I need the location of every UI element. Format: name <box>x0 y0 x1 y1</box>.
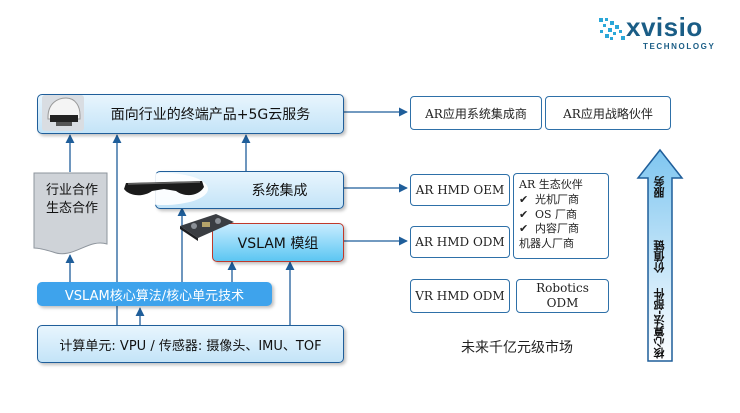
eco-last: 机器人厂商 <box>519 237 574 251</box>
check-icon: ✔ <box>519 192 529 206</box>
check-icon: ✔ <box>519 222 529 236</box>
terminal-products-label: 面向行业的终端产品+5G云服务 <box>110 107 311 123</box>
value-chain-bottom: 核心算法-部件 <box>653 288 666 359</box>
logo-dots-icon <box>599 18 625 40</box>
logo-name: xvisio <box>626 12 703 42</box>
ar-ecosystem-box <box>513 173 609 259</box>
vslam-algorithm-box: VSLAM核心算法/核心单元技术 <box>37 282 272 306</box>
compute-unit-box: 计算单元: VPU / 传感器: 摄像头、IMU、TOF <box>37 325 344 363</box>
eco-item: 内容厂商 <box>535 222 579 236</box>
vr-hmd-odm-label: VR HMD ODM <box>415 289 505 303</box>
ar-glasses-icon <box>120 173 208 205</box>
robotics-odm-box: Robotics ODM <box>516 279 609 313</box>
value-chain-middle: 价值链 <box>653 240 666 273</box>
vslam-algorithm-label: VSLAM核心算法/核心单元技术 <box>64 288 245 304</box>
module-chip-icon <box>180 214 234 241</box>
ar-ecosystem-list: AR 生态伙伴 ✔ 光机厂商 ✔ OS 厂商 ✔ 内容厂商 机器人厂商 <box>519 178 583 252</box>
compute-unit-label: 计算单元: VPU / 传感器: 摄像头、IMU、TOF <box>59 338 322 354</box>
vslam-module-label: VSLAM 模组 <box>237 235 319 252</box>
vslam-module-box: VSLAM 模组 <box>212 223 344 262</box>
eco-item: 光机厂商 <box>535 192 579 206</box>
robotics-odm-label: Robotics ODM <box>536 281 589 310</box>
ar-hmd-oem-label: AR HMD OEM <box>415 183 505 197</box>
check-icon: ✔ <box>519 207 529 221</box>
industry-cooperation-doc <box>33 172 108 255</box>
value-chain-arrow <box>636 148 684 362</box>
industry-cooperation-label: 行业合作 生态合作 <box>40 182 104 218</box>
ar-app-integrator-label: AR应用系统集成商 <box>425 106 527 121</box>
ar-app-partner-label: AR应用战略伙伴 <box>563 106 653 121</box>
ar-hmd-oem-box: AR HMD OEM <box>410 174 510 206</box>
helmet-icon <box>42 95 84 131</box>
eco-title: AR 生态伙伴 <box>519 178 583 191</box>
eco-item: OS 厂商 <box>535 207 578 221</box>
terminal-products-box: 面向行业的终端产品+5G云服务 <box>37 94 344 134</box>
system-integration-label: 系统集成 <box>251 183 308 199</box>
vr-hmd-odm-box: VR HMD ODM <box>410 279 510 313</box>
value-chain-top: 服务 <box>653 176 666 198</box>
ar-app-integrator-box: AR应用系统集成商 <box>410 96 542 130</box>
ar-app-partner-box: AR应用战略伙伴 <box>545 96 671 130</box>
logo-subtitle: TECHNOLOGY <box>643 42 716 51</box>
industry-cooperation-line: 行业合作 生态合作 <box>45 183 98 216</box>
market-label: 未来千亿元级市场 <box>461 340 573 356</box>
ar-hmd-odm-box: AR HMD ODM <box>410 226 510 258</box>
ar-hmd-odm-label: AR HMD ODM <box>415 235 505 249</box>
